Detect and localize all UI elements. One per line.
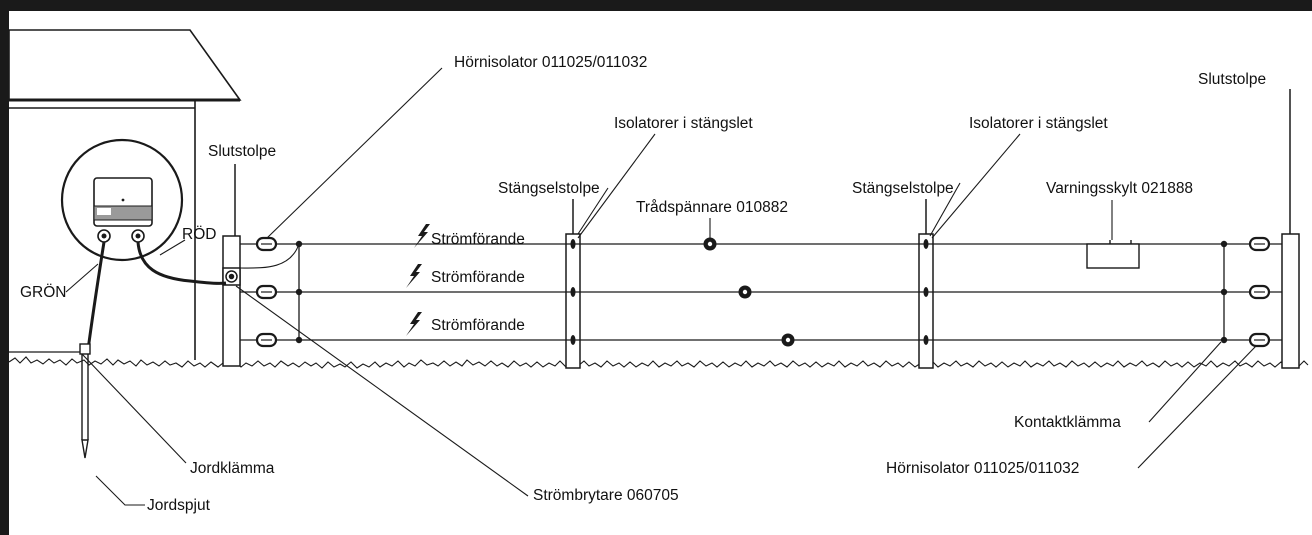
label-isolatorer-2: Isolatorer i stängslet (969, 115, 1108, 132)
house (8, 29, 242, 360)
lightning-icons (406, 224, 430, 336)
label-strombrytare: Strömbrytare 060705 (533, 487, 679, 504)
ground-grass (8, 356, 1309, 369)
label-isolatorer-1: Isolatorer i stängslet (614, 115, 753, 132)
fence-post-2 (918, 233, 934, 369)
left-frame-bar (0, 0, 9, 535)
wire-strainers (703, 237, 795, 347)
label-varningsskylt: Varningsskylt 021888 (1046, 180, 1193, 197)
earth-stake (79, 343, 91, 459)
label-hornisolator-bottom: Hörnisolator 011025/011032 (886, 460, 1079, 477)
label-rod: RÖD (182, 225, 216, 243)
cut-out-switch-icon (222, 267, 241, 286)
label-kontaktklamma: Kontaktklämma (1014, 414, 1121, 431)
lightning-bolt-icon (406, 264, 422, 288)
leader-lines (65, 67, 1257, 506)
top-frame-bar (0, 0, 1312, 11)
end-post-right (1281, 233, 1300, 369)
label-jordspjut: Jordspjut (147, 497, 211, 514)
label-stangselstolpe-2: Stängselstolpe (852, 180, 954, 197)
warning-sign-icon (1086, 240, 1140, 269)
fence-energizer-icon (60, 138, 184, 262)
label-hornisolator-top: Hörnisolator 011025/011032 (454, 54, 647, 71)
junction-dots (295, 240, 1228, 344)
corner-insulator-slots (261, 243, 1265, 341)
red-cable (136, 241, 227, 285)
label-gron: GRÖN (20, 283, 67, 301)
label-slutstolpe-left: Slutstolpe (208, 143, 276, 160)
label-tradspannare: Trådspännare 010882 (636, 199, 788, 216)
fence-post-1 (565, 233, 581, 369)
fence-posts (222, 89, 1300, 369)
lightning-bolt-icon (414, 224, 430, 248)
line-insulators (570, 239, 929, 345)
label-slutstolpe-right: Slutstolpe (1198, 71, 1266, 88)
label-jordklamma: Jordklämma (190, 460, 275, 477)
energizer-cables (86, 241, 227, 351)
green-cable (86, 241, 106, 351)
end-post-left (222, 235, 241, 367)
label-stangselstolpe-1: Stängselstolpe (498, 180, 600, 197)
label-stromforande-1: Strömförande (431, 231, 525, 248)
label-stromforande-2: Strömförande (431, 269, 525, 286)
label-stromforande-3: Strömförande (431, 317, 525, 334)
lightning-bolt-icon (406, 312, 422, 336)
